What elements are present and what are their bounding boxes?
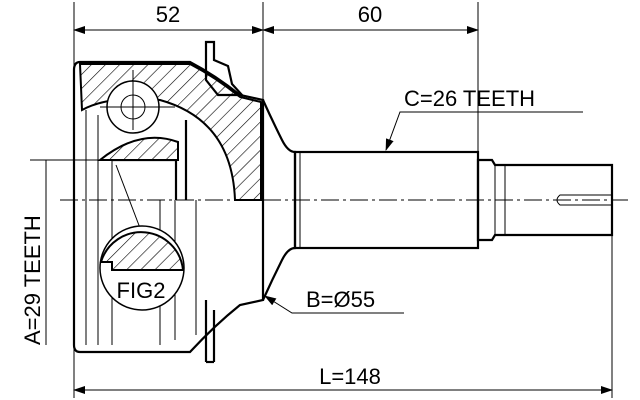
abs-ring-callout: C=26 TEETH xyxy=(385,86,583,151)
total-length-label: L=148 xyxy=(319,364,381,389)
seal-diameter-callout: B=Ø55 xyxy=(264,287,404,314)
seal-diameter-label: B=Ø55 xyxy=(306,287,375,312)
inner-spline-callout: A=29 TEETH xyxy=(20,160,47,345)
outer-race-housing xyxy=(72,40,265,364)
dimension-60: 60 xyxy=(262,2,479,34)
fig2-detail: FIG2 xyxy=(99,225,185,311)
dim-60-label: 60 xyxy=(358,2,382,27)
inner-spline-teeth-label: A=29 TEETH xyxy=(20,215,45,345)
dimension-52: 52 xyxy=(73,2,264,34)
dimension-total-length: L=148 xyxy=(73,364,613,394)
dim-52-label: 52 xyxy=(156,2,180,27)
fig2-label: FIG2 xyxy=(117,278,166,303)
abs-ring-teeth-label: C=26 TEETH xyxy=(404,86,535,111)
